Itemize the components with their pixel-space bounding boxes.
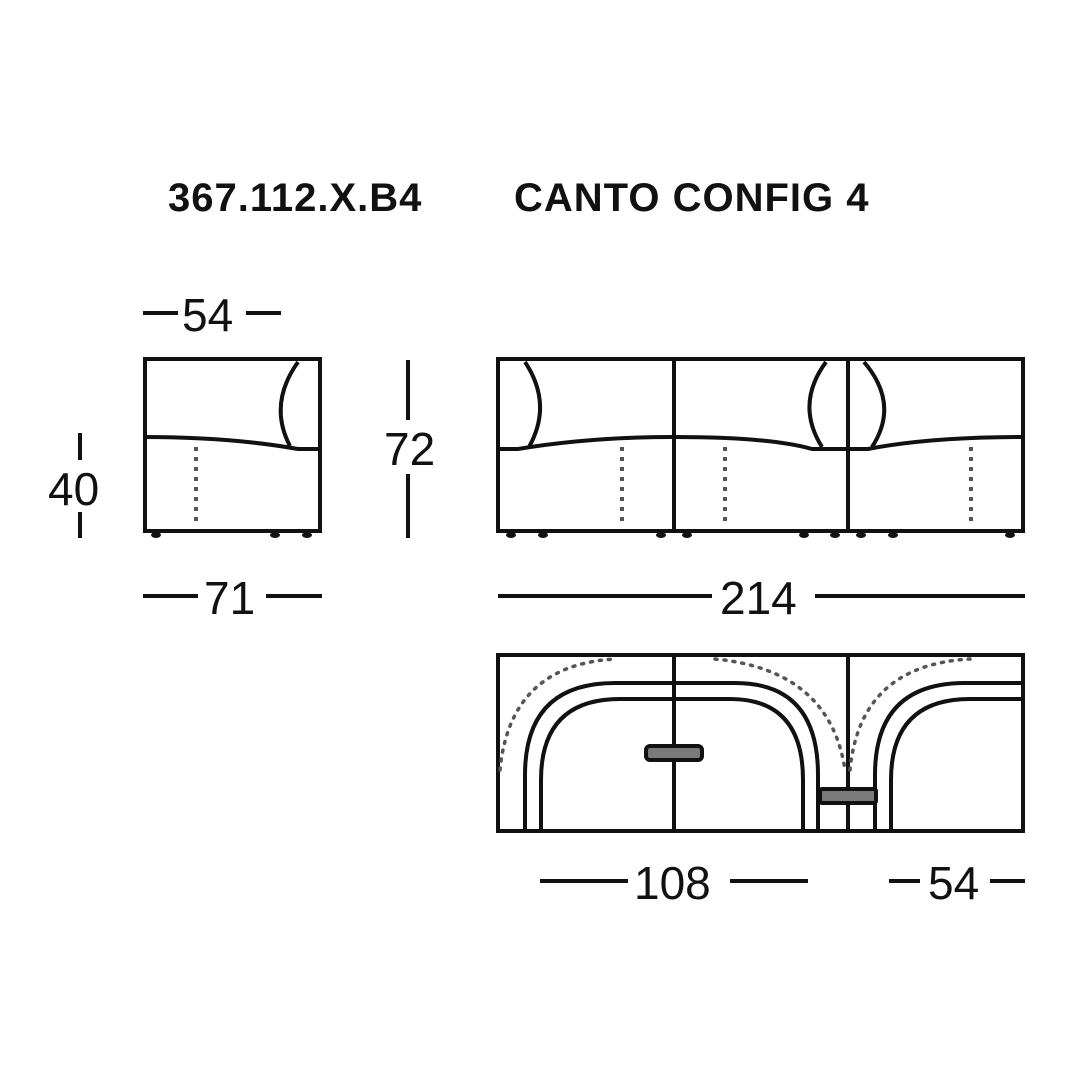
dim-plan-end: 54 bbox=[924, 860, 984, 906]
dim-side-depth-top: 54 bbox=[178, 292, 238, 338]
front-view bbox=[496, 357, 1025, 533]
dim-overall-height: 72 bbox=[380, 426, 440, 472]
dim-plan-segment: 108 bbox=[630, 860, 715, 906]
cushion-marker bbox=[818, 787, 878, 805]
dimension-lines bbox=[78, 311, 1025, 883]
product-code: 367.112.X.B4 bbox=[168, 176, 423, 220]
dim-overall-width: 214 bbox=[716, 575, 801, 621]
product-name: CANTO CONFIG 4 bbox=[514, 176, 870, 220]
dim-side-height: 40 bbox=[48, 463, 100, 515]
plan-view bbox=[496, 653, 1025, 833]
side-view bbox=[143, 357, 322, 533]
dim-side-width: 71 bbox=[200, 575, 260, 621]
feet bbox=[151, 532, 1015, 538]
cushion-marker bbox=[644, 744, 704, 762]
